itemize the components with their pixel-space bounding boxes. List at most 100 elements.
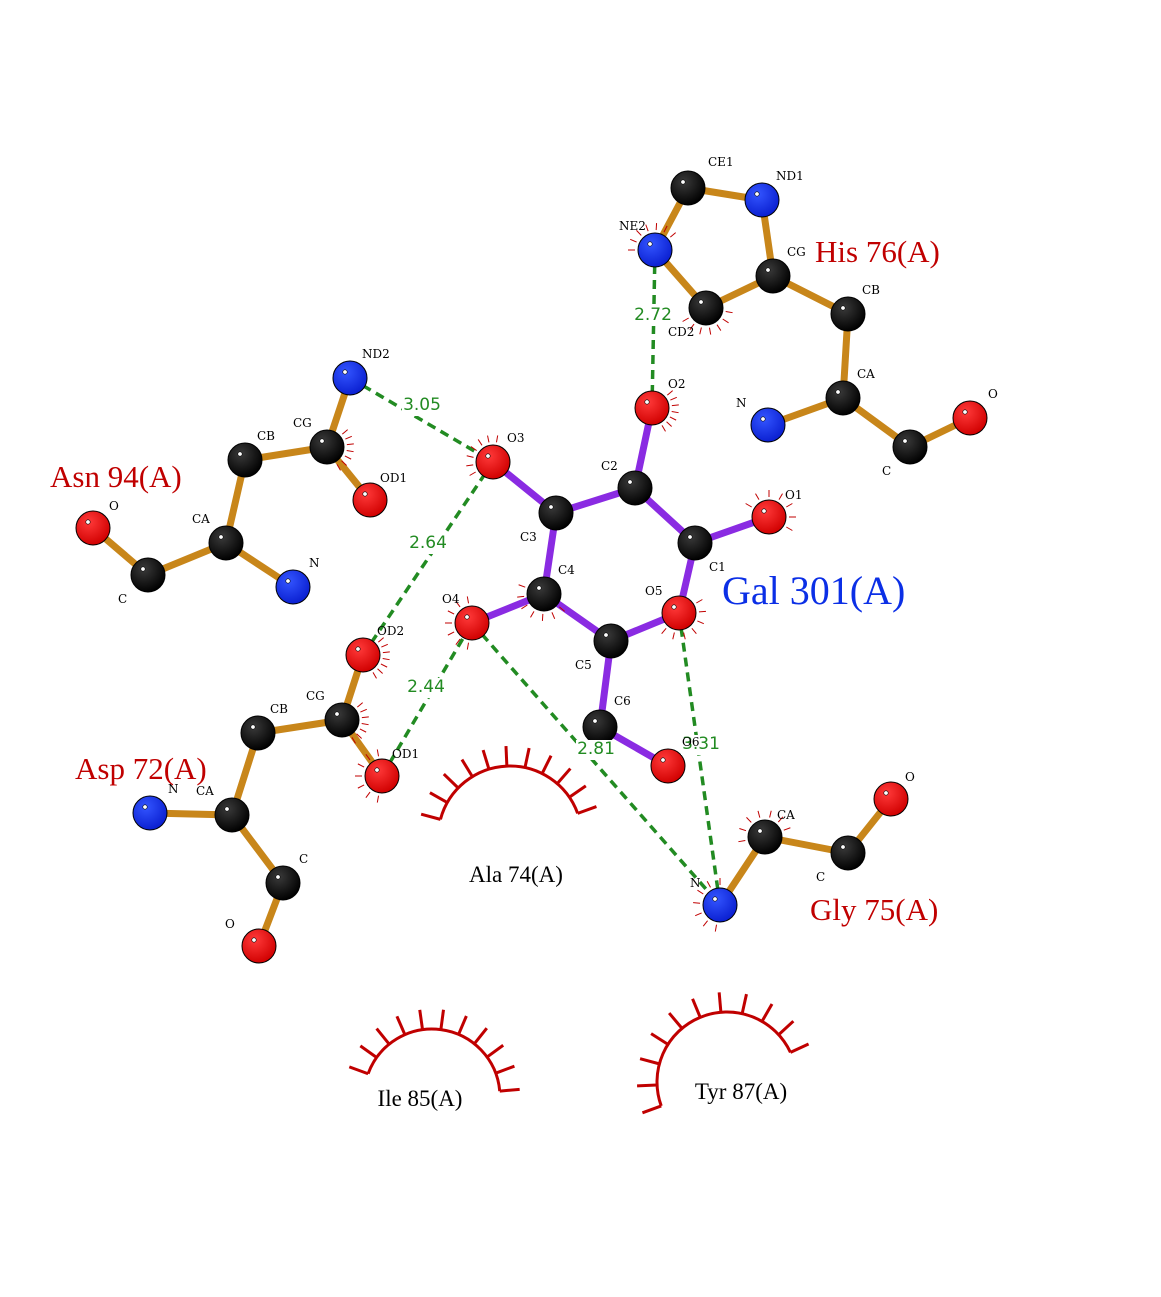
atom-name-label: C4 [558,563,575,577]
atom-name-label: O5 [645,584,662,598]
contact-rays [351,702,369,744]
atom-o [345,637,381,673]
hbond-label-backdrop [576,740,616,760]
atom-highlight [883,790,889,796]
atom-n [702,887,738,923]
atom-highlight [334,711,340,717]
hydrophobic-arc-ile85 [348,1009,520,1093]
atom-name-label: CA [192,512,210,526]
atom-highlight [840,844,846,850]
atom-o [661,595,697,631]
atom-c [617,470,653,506]
atom-o [241,928,277,964]
atom-n [744,182,780,218]
atom-name-label: CB [862,283,880,297]
hbond-distance-label: 2.44 [407,677,445,697]
hbond-distance-label: 2.64 [409,533,447,553]
atom-highlight [644,399,650,405]
contact-rays [517,584,566,621]
atom-o [751,499,787,535]
atom-name-label: CB [257,429,275,443]
atom-name-label: N [309,556,320,570]
contact-rays [336,429,354,471]
atom-o [650,748,686,784]
atom-o [873,781,909,817]
atom-c [208,525,244,561]
contact-rays [628,223,677,251]
atom-name-label: O3 [507,431,524,445]
atom-name-label: C2 [601,459,618,473]
atom-c [677,525,713,561]
contact-rays [466,435,499,476]
atom-highlight [536,585,542,591]
atom-name-label: CG [293,416,312,430]
hbond-line [361,461,495,656]
hbond-label-backdrop [406,678,446,698]
atom-highlight [754,191,760,197]
atom-highlight [835,389,841,395]
atom-c [747,819,783,855]
atom-highlight [362,491,368,497]
atom-highlight [464,614,470,620]
atom-n [275,569,311,605]
atom-highlight [603,632,609,638]
atom-n [637,232,673,268]
atom-name-label: C6 [614,694,631,708]
atom-name-label: C [299,852,308,866]
atom-highlight [902,438,908,444]
contact-rays [355,749,380,803]
atom-highlight [647,241,653,247]
atom-c [755,258,791,294]
ligand-label: Gal 301(A) [722,568,905,613]
atom-name-label: ND1 [776,169,804,183]
contact-rays [738,810,791,843]
contact-rays [745,490,796,531]
hbond-line [349,376,494,464]
atom-name-label: CE1 [708,155,734,169]
atom-highlight [687,534,693,540]
atom-name-label: O2 [668,377,685,391]
atom-highlight [85,519,91,525]
residue-label-asn94: Asn 94(A) [50,459,182,494]
atom-highlight [757,828,763,834]
atom-name-label: NE2 [619,219,646,233]
atom-highlight [251,937,257,943]
atom-name-label: C3 [520,530,537,544]
atom-highlight [671,604,677,610]
hbond-distance-label: 3.31 [682,734,720,754]
atom-c [309,429,345,465]
hydrophobic-arc-spikes [420,746,597,821]
hbond-distance-label: 2.72 [634,305,672,325]
atom-highlight [627,479,633,485]
contact-rays [661,599,706,640]
atom-c [227,442,263,478]
atom-highlight [374,767,380,773]
atom-name-label: OD1 [392,747,419,761]
atom-n [132,795,168,831]
hydrophobic-label-ile85: Ile 85(A) [378,1086,463,1111]
residue-label-gly75: Gly 75(A) [810,892,938,927]
atom-highlight [698,299,704,305]
atom-o [75,510,111,546]
atom-o [634,390,670,426]
atom-highlight [712,896,718,902]
atom-highlight [592,718,598,724]
atom-name-label: N [690,876,701,890]
atom-name-label: CB [270,702,288,716]
atom-name-label: CA [857,367,875,381]
atom-c [892,429,928,465]
atom-highlight [660,757,666,763]
atom-c [688,290,724,326]
atom-name-label: C5 [575,658,592,672]
atom-name-label: C [882,464,891,478]
atom-c [130,557,166,593]
atom-highlight [275,874,281,880]
atom-c [670,170,706,206]
atom-c [830,296,866,332]
hydrophobic-label-tyr87: Tyr 87(A) [695,1079,787,1104]
hydrophobic-label-ala74: Ala 74(A) [469,862,563,887]
hbond-distance-label: 2.81 [577,739,615,759]
atom-name-label: CA [777,808,795,822]
contact-rays [693,878,721,932]
atom-highlight [285,578,291,584]
